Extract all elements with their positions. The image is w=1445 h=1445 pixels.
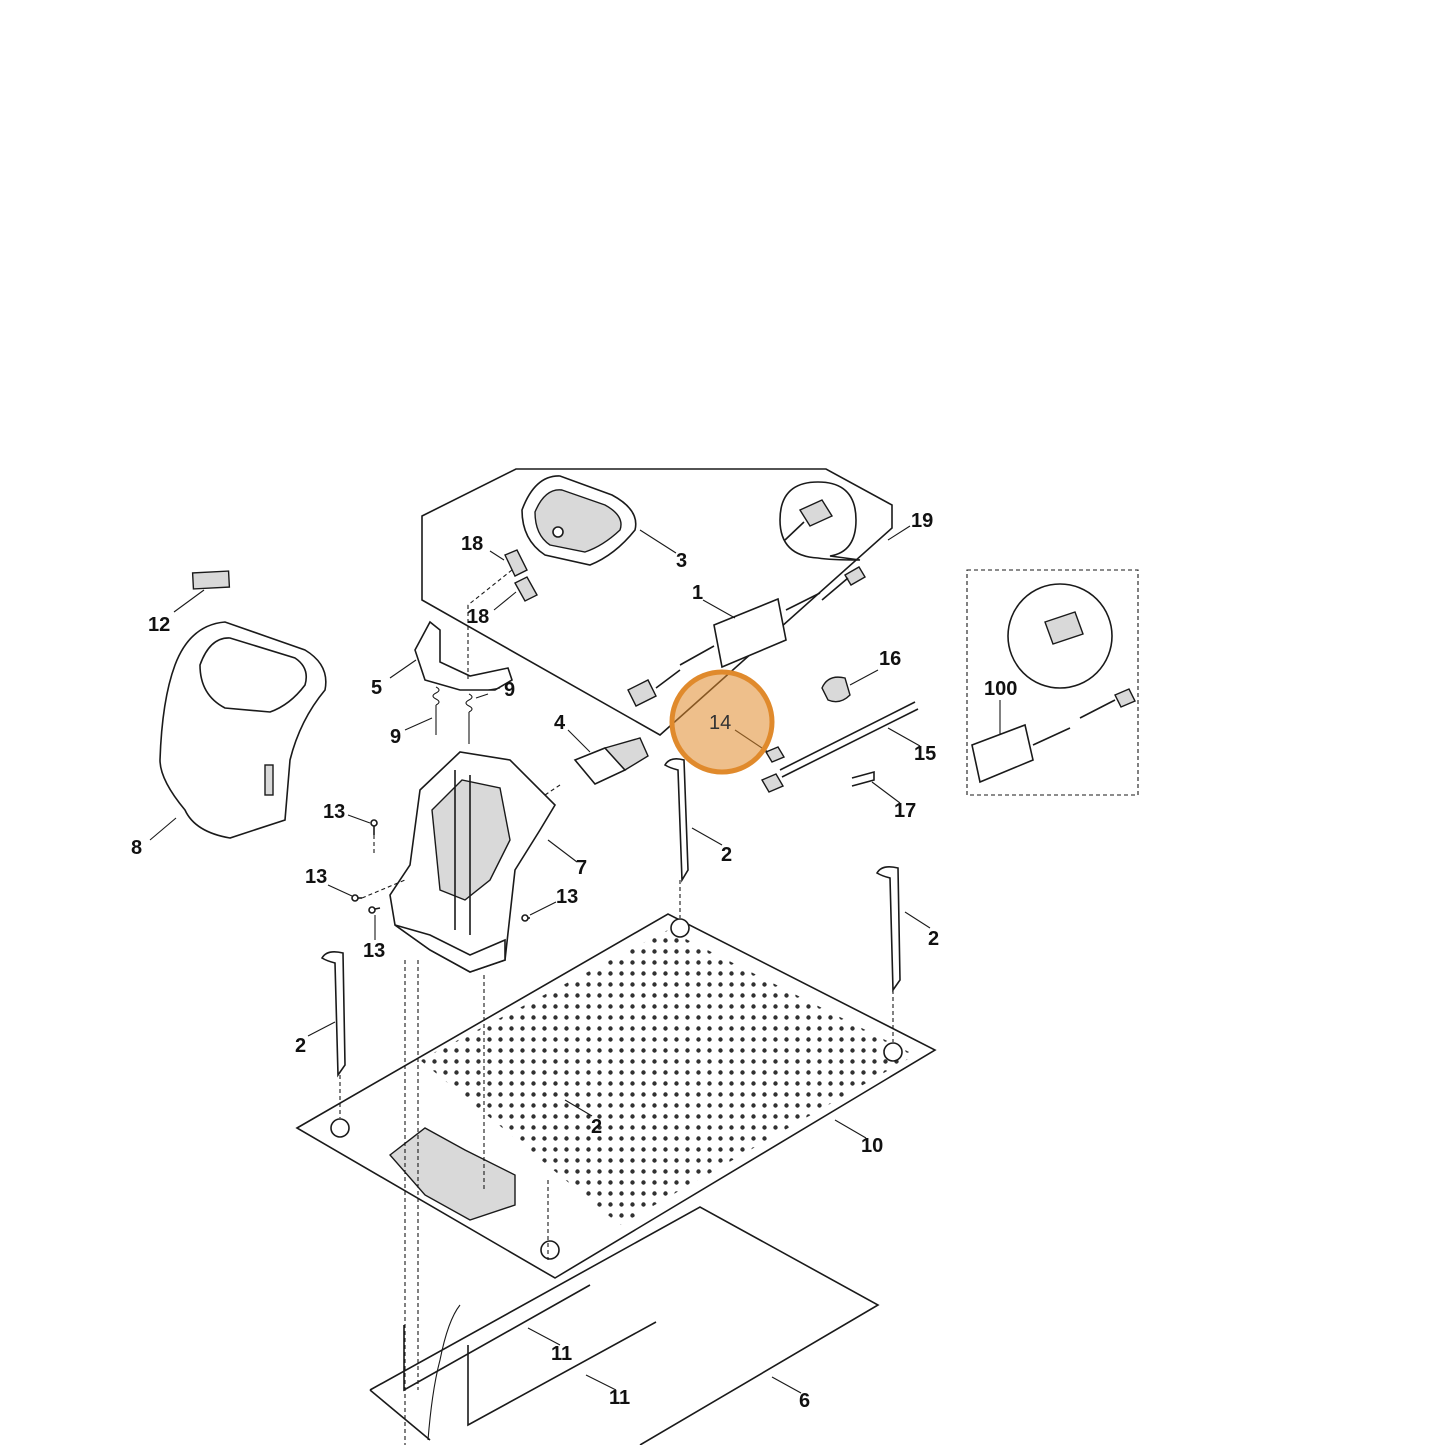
callout-13-c: 13: [556, 886, 578, 908]
leader-lines: [149, 525, 1001, 1394]
callout-4: 4: [554, 712, 566, 734]
part-16-clip: [821, 676, 851, 703]
callout-18-bottom: 18: [467, 606, 489, 628]
callout-15: 15: [914, 743, 936, 765]
highlight-marker-14[interactable]: 14: [669, 669, 775, 775]
part-1-power-supply: [627, 592, 821, 707]
part-8-hood: [159, 621, 327, 839]
callout-19: 19: [911, 510, 933, 532]
part-3-display-frame: [521, 475, 637, 566]
callout-13-d: 13: [363, 940, 385, 962]
callout-13-b: 13: [305, 866, 327, 888]
part-10-base-plate: [295, 913, 937, 1279]
part-6-mat: [369, 1206, 880, 1445]
assembly-guides: [339, 569, 894, 1445]
part-15-cable: [760, 701, 919, 793]
callout-2-b: 2: [928, 928, 939, 950]
callout-17: 17: [894, 800, 916, 822]
highlight-circle[interactable]: [669, 669, 775, 775]
callout-2-d: 2: [591, 1116, 602, 1138]
callout-labels: 1 3 18 18 19 12 5 9 9 4 16 100 15 17 8 1…: [131, 510, 1017, 1412]
callout-6: 6: [799, 1390, 810, 1412]
part-12-label-plate: [191, 570, 231, 590]
callout-16: 16: [879, 648, 901, 670]
part-5-bracket: [414, 620, 513, 691]
callout-9-right: 9: [504, 679, 515, 701]
part-17-clip: [851, 770, 875, 787]
part-9-springs: [432, 686, 489, 744]
alternative-kit-box: [966, 569, 1139, 796]
callout-2-a: 2: [721, 844, 732, 866]
callout-100: 100: [984, 678, 1017, 700]
callout-7: 7: [576, 857, 587, 879]
part-18-caps: [504, 549, 538, 602]
kit-outline-box: [421, 468, 893, 736]
callout-13-a: 13: [323, 801, 345, 823]
part-14-plug: [764, 746, 786, 763]
callout-9-left: 9: [390, 726, 401, 748]
part-19-connector-detail: [779, 481, 866, 601]
callout-12: 12: [148, 614, 170, 636]
part-11-rods: [403, 1284, 657, 1441]
part-100-alternative-supply: [971, 583, 1136, 784]
callout-2-c: 2: [295, 1035, 306, 1057]
part-7-base-frame: [389, 751, 557, 973]
callout-5: 5: [371, 677, 382, 699]
callout-1: 1: [692, 582, 703, 604]
part-4-connector: [573, 737, 649, 785]
callout-3: 3: [676, 550, 687, 572]
callout-11-a: 11: [551, 1343, 572, 1365]
part-13-screws: [351, 819, 530, 922]
callout-18-top: 18: [461, 533, 483, 555]
callout-11-b: 11: [609, 1387, 630, 1409]
callout-8: 8: [131, 837, 142, 859]
callout-14[interactable]: 14: [709, 712, 731, 734]
callout-10: 10: [861, 1135, 883, 1157]
